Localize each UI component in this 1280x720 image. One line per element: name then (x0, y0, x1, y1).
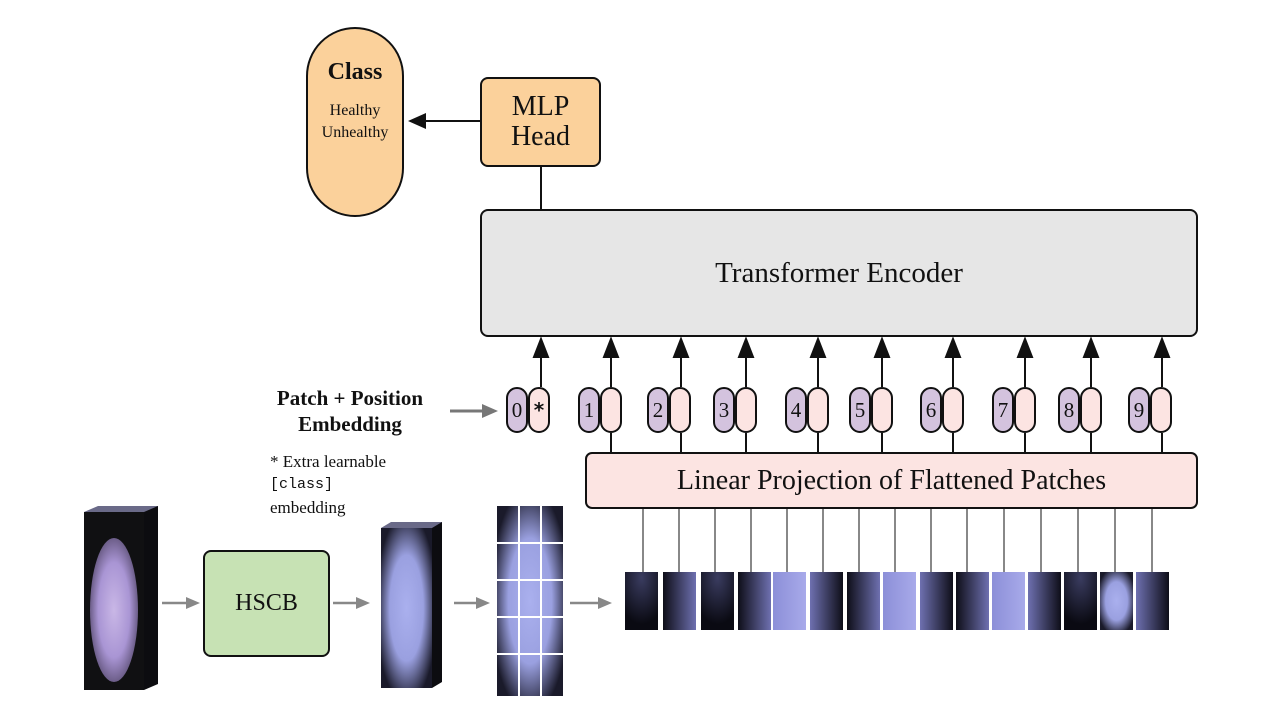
token-embedding (942, 387, 964, 433)
patch-3 (701, 572, 734, 630)
token-3: 3 (713, 387, 758, 433)
patch-12 (1028, 572, 1061, 630)
arrowhead-icon (873, 336, 891, 358)
note-line1: * Extra learnable (270, 452, 387, 471)
patch-14 (1100, 572, 1133, 630)
token-6: 6 (920, 387, 965, 433)
token-to-projection-lines (610, 433, 1163, 452)
token-index: 0 (506, 387, 528, 433)
hscb-box: HSCB (203, 550, 330, 657)
token-index: 5 (849, 387, 871, 433)
pe-label-line2: Embedding (298, 412, 402, 436)
patch-13 (1064, 572, 1097, 630)
token-index: 3 (713, 387, 735, 433)
patch-4 (738, 572, 771, 630)
transformer-encoder-label: Transformer Encoder (715, 256, 963, 289)
token-index: 6 (920, 387, 942, 433)
class-title: Class (327, 59, 383, 85)
token-index: 8 (1058, 387, 1080, 433)
arrowhead-icon (602, 336, 620, 358)
token-embedding (1080, 387, 1102, 433)
token-arrows (532, 336, 1171, 387)
arrowhead-icon (1082, 336, 1100, 358)
patch-7 (847, 572, 880, 630)
token-index: 2 (647, 387, 669, 433)
patch-6 (810, 572, 843, 630)
patch-11 (992, 572, 1025, 630)
token-1: 1 (578, 387, 623, 433)
arrowhead-icon (186, 597, 200, 609)
extra-learnable-note: * Extra learnable [class] embedding (270, 450, 470, 519)
processed-image (381, 522, 442, 688)
pe-label-line1: Patch + Position (276, 386, 424, 410)
patch-position-embedding-label: Patch + Position Embedding (250, 385, 450, 437)
linear-projection-label: Linear Projection of Flattened Patches (676, 464, 1107, 496)
token-embedding (669, 387, 691, 433)
transformer-encoder-box: Transformer Encoder (480, 209, 1198, 337)
token-8: 8 (1058, 387, 1103, 433)
class-output-box: Class Healthy Unhealthy (306, 27, 404, 217)
linear-projection-box: Linear Projection of Flattened Patches (585, 452, 1198, 509)
hscb-label: HSCB (235, 590, 298, 616)
token-embedding (1150, 387, 1172, 433)
patch-10 (956, 572, 989, 630)
flattened-patches (625, 572, 1169, 630)
leaf-input-image (84, 506, 158, 690)
token-embedding (735, 387, 757, 433)
token-embedding (600, 387, 622, 433)
mlp-head-box: MLP Head (480, 77, 601, 167)
patch-9 (920, 572, 953, 630)
patch-1 (625, 572, 658, 630)
arrowhead-icon (356, 597, 370, 609)
mlp-head-label: MLP Head (510, 91, 571, 152)
token-index: 9 (1128, 387, 1150, 433)
arrowhead-icon (476, 597, 490, 609)
arrowhead-icon (408, 113, 426, 129)
arrowhead-icon (737, 336, 755, 358)
patch-grid-image (497, 506, 563, 696)
patch-8 (883, 572, 916, 630)
arrowhead-icon (1153, 336, 1171, 358)
class-token-embedding: * (528, 387, 550, 433)
arrowhead-icon (482, 404, 498, 418)
token-5: 5 (849, 387, 894, 433)
token-index: 1 (578, 387, 600, 433)
patch-5 (773, 572, 806, 630)
token-2: 2 (647, 387, 692, 433)
token-index: 7 (992, 387, 1014, 433)
arrowhead-icon (809, 336, 827, 358)
class-option-unhealthy: Unhealthy (321, 124, 389, 141)
patch-15 (1136, 572, 1169, 630)
token-embedding (871, 387, 893, 433)
arrowhead-icon (598, 597, 612, 609)
token-7: 7 (992, 387, 1037, 433)
note-line2-rest: embedding (270, 498, 346, 517)
patch-2 (663, 572, 696, 630)
token-embedding (807, 387, 829, 433)
token-index: 4 (785, 387, 807, 433)
arrowhead-icon (944, 336, 962, 358)
token-0: 0 * (506, 387, 551, 433)
token-9: 9 (1128, 387, 1173, 433)
token-embedding (1014, 387, 1036, 433)
class-option-healthy: Healthy (329, 102, 381, 119)
arrowhead-icon (532, 336, 550, 358)
token-4: 4 (785, 387, 830, 433)
note-class-code: [class] (270, 476, 334, 493)
projection-to-patch-lines (642, 509, 1153, 572)
arrowhead-icon (1016, 336, 1034, 358)
arrowhead-icon (672, 336, 690, 358)
note-line2: [class] embedding (270, 473, 470, 519)
